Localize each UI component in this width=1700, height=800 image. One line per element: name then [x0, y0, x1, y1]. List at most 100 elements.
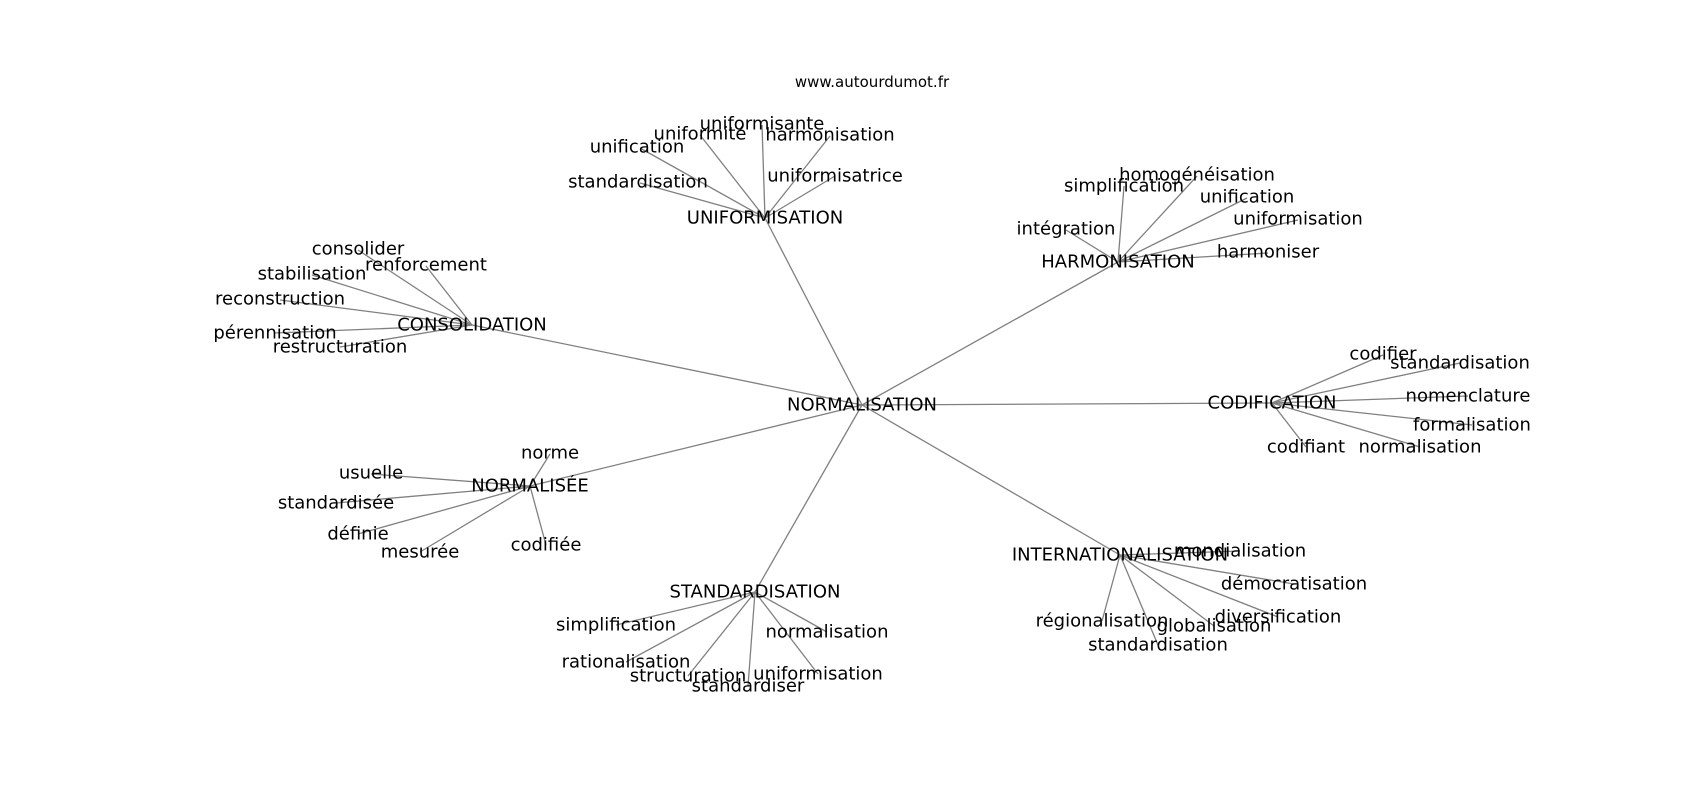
edge-hub-leaf — [274, 324, 473, 334]
edge-hub-leaf — [419, 485, 531, 553]
edge-hub-leaf — [370, 473, 531, 487]
leaf-node-label: norme — [521, 443, 579, 464]
leaf-node-label: nomenclature — [1406, 386, 1531, 407]
leaf-node-label: codifier — [1349, 344, 1417, 365]
edge-hub-leaf — [1119, 554, 1279, 618]
leaf-node-label: simplification — [1064, 176, 1184, 197]
edge-hub-leaf — [1117, 219, 1299, 263]
edge-hub-leaf — [335, 485, 531, 504]
leaf-node-label: uniformité — [654, 124, 747, 145]
hub-node-label: UNIFORMISATION — [687, 208, 843, 229]
hub-node-label: STANDARDISATION — [670, 582, 841, 603]
leaf-node-label: régionalisation — [1036, 611, 1169, 632]
leaf-node-label: uniformisante — [700, 114, 825, 135]
leaf-node-label: unification — [590, 137, 685, 158]
leaf-node-label: normalisation — [1359, 437, 1482, 458]
leaf-node-label: uniformisation — [753, 664, 883, 685]
center-node-label: NORMALISATION — [787, 395, 937, 416]
hub-node-label: CODIFICATION — [1208, 393, 1337, 414]
edge-hub-leaf — [1117, 252, 1269, 263]
edge-hub-leaf — [357, 249, 473, 326]
leaf-node-label: rationalisation — [562, 652, 691, 673]
edge-hub-leaf — [687, 591, 756, 677]
leaf-node-label: définie — [327, 524, 388, 545]
hub-node-label: HARMONISATION — [1041, 252, 1194, 273]
edge-hub-leaf — [1117, 197, 1248, 263]
edge-hub-leaf — [357, 485, 531, 535]
leaf-node-label: structuration — [630, 666, 747, 687]
edge-hub-leaf — [425, 265, 473, 326]
edges — [274, 124, 1473, 687]
edge-hub-leaf — [747, 591, 756, 687]
leaf-node-label: stabilisation — [258, 264, 367, 285]
edge-hub-leaf — [754, 591, 819, 675]
leaf-node-label: standardisation — [568, 172, 708, 193]
leaf-node-label: uniformisation — [1233, 209, 1363, 230]
hub-node-label: INTERNATIONALISATION — [1012, 545, 1228, 566]
leaf-node-label: renforcement — [365, 255, 487, 276]
leaf-node-label: restructuration — [273, 337, 408, 358]
leaf-node-label: reconstruction — [215, 289, 345, 310]
leaf-node-label: formalisation — [1413, 415, 1531, 436]
edge-hub-leaf — [1065, 229, 1119, 263]
edge-hub-leaf — [1271, 402, 1473, 426]
edge-center-hub — [471, 324, 863, 406]
leaf-node-label: codifiant — [1267, 437, 1345, 458]
leaf-node-label: standardiser — [692, 676, 805, 697]
leaf-node-label: usuelle — [339, 463, 403, 484]
leaf-node-label: diversification — [1215, 607, 1342, 628]
edge-center-hub — [754, 404, 863, 593]
edge-hub-leaf — [279, 299, 473, 326]
edge-hub-leaf — [1271, 354, 1384, 404]
leaf-node-label: harmonisation — [765, 125, 894, 146]
edge-hub-leaf — [339, 324, 473, 348]
leaf-node-label: codifiée — [511, 535, 582, 556]
edge-hub-leaf — [1271, 362, 1461, 404]
leaf-node-label: démocratisation — [1221, 574, 1367, 595]
edge-hub-leaf — [1119, 554, 1215, 627]
leaf-node-label: homogénéisation — [1119, 165, 1275, 186]
edge-hub-leaf — [761, 124, 766, 219]
leaf-node-label: unification — [1200, 187, 1295, 208]
edge-center-hub — [764, 217, 863, 406]
edge-center-hub — [861, 404, 1121, 556]
edge-hub-leaf — [1119, 554, 1295, 585]
node-labels: NORMALISATIONUNIFORMISATIONunificationun… — [213, 114, 1531, 697]
edge-hub-leaf — [1101, 554, 1121, 622]
edge-hub-leaf — [529, 485, 547, 546]
leaf-node-label: standardisée — [278, 493, 394, 514]
leaf-node-label: consolider — [312, 239, 405, 260]
edge-hub-leaf — [625, 591, 756, 663]
leaf-node-label: globalisation — [1157, 616, 1272, 637]
edge-hub-leaf — [529, 453, 551, 487]
leaf-node-label: mesurée — [381, 542, 460, 563]
leaf-node-label: pérennisation — [213, 323, 336, 344]
edge-hub-leaf — [615, 591, 756, 626]
edge-center-hub — [861, 261, 1119, 406]
edge-hub-leaf — [1117, 175, 1198, 263]
edge-hub-leaf — [1271, 402, 1421, 448]
edge-center-hub — [861, 402, 1273, 406]
edge-hub-leaf — [1117, 185, 1125, 263]
edge-hub-leaf — [311, 274, 473, 326]
leaf-node-label: harmoniser — [1217, 242, 1320, 263]
edge-hub-leaf — [639, 182, 766, 219]
hub-node-label: CONSOLIDATION — [397, 315, 547, 336]
edge-hub-leaf — [639, 147, 766, 219]
leaf-node-label: simplification — [556, 615, 676, 636]
hub-node-label: NORMALISÉE — [471, 475, 589, 497]
edge-hub-leaf — [764, 135, 831, 219]
edge-hub-leaf — [1119, 550, 1241, 556]
leaf-node-label: standardisation — [1088, 635, 1228, 656]
site-url: www.autourdumot.fr — [794, 73, 950, 91]
leaf-node-label: mondialisation — [1174, 541, 1306, 562]
edge-hub-leaf — [764, 175, 836, 219]
edge-hub-leaf — [1271, 402, 1307, 448]
edge-hub-leaf — [1119, 554, 1159, 646]
leaf-node-label: normalisation — [766, 622, 889, 643]
leaf-node-label: standardisation — [1390, 353, 1530, 374]
leaf-node-label: intégration — [1017, 219, 1116, 240]
leaf-node-label: uniformisatrice — [767, 166, 903, 187]
edge-hub-leaf — [754, 591, 828, 633]
